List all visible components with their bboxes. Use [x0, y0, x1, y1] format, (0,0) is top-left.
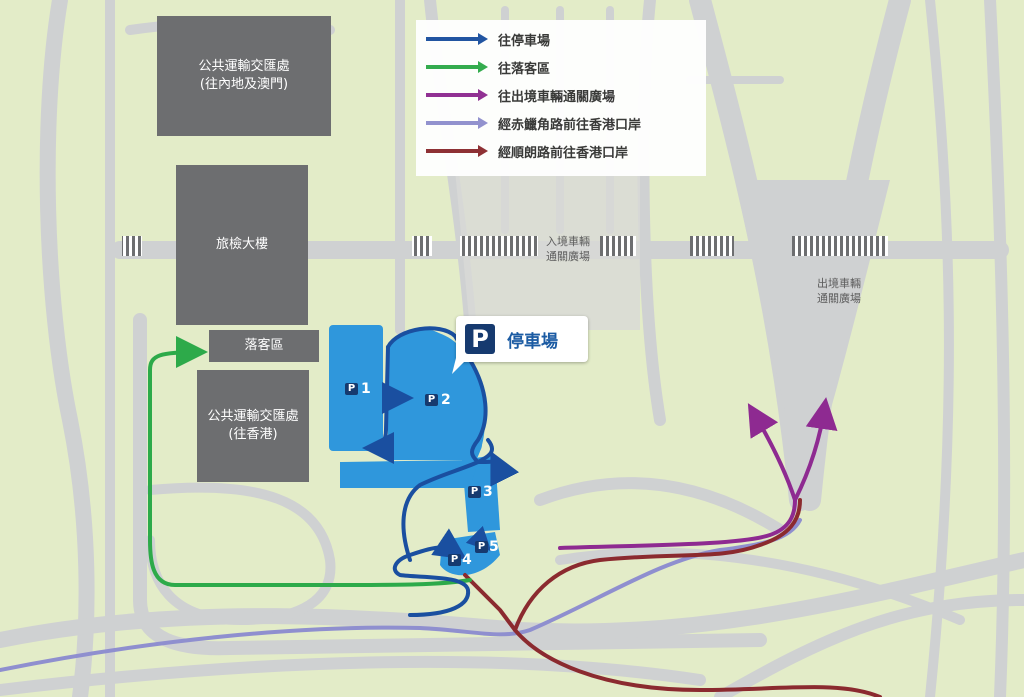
departure-plaza-area	[735, 180, 890, 470]
arrival-plaza-line1: 入境車輛	[546, 235, 590, 248]
parking-badge-3: P	[468, 486, 481, 498]
parking-lot-4-number: 4	[462, 552, 472, 568]
route-to-parking	[392, 528, 471, 617]
parking-badge-5: P	[475, 541, 488, 553]
departure-plaza-line1: 出境車輛	[817, 277, 861, 290]
route-to-departure	[558, 498, 797, 550]
ptc-mainland-label-line1: 公共運輸交匯處	[198, 59, 290, 74]
legend-item-via-shun-long: 經順朗路前往香港口岸	[424, 141, 628, 161]
arrival-plaza-label: 入境車輛 通關廣場	[537, 234, 599, 264]
ptc-mainland-label-line2: (往內地及澳門)	[199, 77, 289, 92]
parking-lot-5-number: 5	[489, 539, 499, 555]
drop-off-label: 落客區	[244, 338, 284, 353]
parking-badge-4: P	[448, 554, 461, 566]
legend-label-to-parking: 往停車場	[498, 33, 551, 49]
ptc-hk-label-line1: 公共運輸交匯處	[207, 409, 299, 424]
legend-item-to-parking: 往停車場	[424, 29, 550, 49]
parking-callout-label: 停車場	[507, 331, 558, 352]
route-via-chek-lap-kok	[0, 518, 802, 672]
ptc-hk-label-line2: (往香港)	[228, 427, 278, 442]
zebra-crossings	[122, 236, 888, 256]
parking-callout: P 停車場	[456, 316, 588, 362]
drop-off-area: 落客區	[209, 330, 319, 362]
legend-label-to-departure: 往出境車輛通關廣場	[498, 89, 616, 105]
parking-lot-3-number: 3	[483, 484, 493, 500]
arrow-right-icon	[426, 61, 488, 73]
parking-badge-1: P	[345, 383, 358, 395]
route-to-drop-off	[148, 336, 472, 587]
departure-plaza-label: 出境車輛 通關廣場	[808, 276, 870, 306]
passenger-building-label: 旅檢大樓	[215, 237, 268, 252]
arrow-right-icon	[426, 33, 488, 45]
parking-lot-1-number: 1	[361, 381, 371, 397]
parking-icon: P	[465, 324, 495, 354]
legend-item-via-chek-lap-kok: 經赤鱲角路前往香港口岸	[424, 113, 641, 133]
legend-item-to-departure: 往出境車輛通關廣場	[424, 85, 615, 105]
departure-plaza-line2: 通關廣場	[817, 292, 861, 305]
route-via-shun-long	[463, 573, 882, 697]
passenger-clearance-building: 旅檢大樓	[176, 165, 308, 325]
parking-badge-2: P	[425, 394, 438, 406]
legend-label-to-drop-off: 往落客區	[498, 61, 551, 77]
legend: 往停車場 往落客區 往出境車輛通關廣場 經赤鱲角路前往香港口岸 經順朗路前往香港…	[416, 20, 706, 176]
ptc-hong-kong-building: 公共運輸交匯處 (往香港)	[197, 370, 309, 482]
legend-label-via-shun-long: 經順朗路前往香港口岸	[498, 145, 629, 161]
arrival-plaza-line2: 通關廣場	[546, 250, 590, 263]
ptc-mainland-macao-building: 公共運輸交匯處 (往內地及澳門)	[157, 16, 331, 136]
legend-item-to-drop-off: 往落客區	[424, 57, 550, 77]
legend-label-via-chek-lap-kok: 經赤鱲角路前往香港口岸	[498, 117, 642, 133]
arrival-plaza-area	[455, 170, 640, 330]
callout-pointer	[452, 358, 468, 374]
arrow-right-icon	[426, 117, 488, 129]
parking-lot-2-number: 2	[441, 392, 451, 408]
arrow-right-icon	[426, 145, 488, 157]
arrow-right-icon	[426, 89, 488, 101]
